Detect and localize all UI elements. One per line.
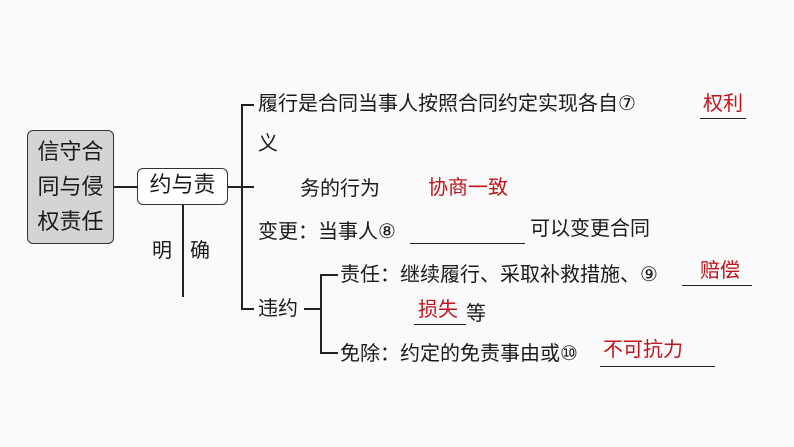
bracket: [320, 274, 322, 353]
answer-10: 不可抗力: [603, 337, 683, 361]
bracket: [241, 104, 254, 106]
connector: [304, 308, 320, 310]
change-text: 可以变更合同: [530, 216, 650, 240]
blank-line: [600, 366, 715, 367]
blank-line: [414, 324, 466, 325]
fulfill-text: 务的行为: [300, 176, 380, 200]
root-line: 权责任: [37, 210, 104, 235]
blank-line: [700, 118, 746, 119]
liability-suffix: 等: [466, 301, 486, 325]
liability-text: 责任：继续履行、采取补救措施、⑨: [340, 262, 658, 286]
answer-7: 权利: [703, 91, 743, 115]
bracket: [320, 352, 338, 354]
connector: [114, 186, 137, 188]
blank-line: [410, 243, 525, 244]
root-line: 信守合: [37, 140, 104, 165]
fulfill-text: 履行是合同当事人按照合同约定实现各自⑦: [258, 91, 636, 115]
root-line: 同与侵: [37, 175, 104, 200]
answer-9-cont: 损失: [418, 297, 458, 321]
bracket: [241, 104, 243, 309]
blank-line: [682, 285, 752, 286]
bracket: [320, 274, 338, 276]
contract-duty-node: 约与责: [137, 168, 228, 205]
side-label: 确: [190, 238, 210, 262]
bracket: [241, 308, 254, 310]
breach-label: 违约: [258, 296, 298, 320]
answer-9: 赔偿: [700, 258, 740, 282]
connector: [182, 205, 184, 297]
fulfill-text: 义: [258, 131, 278, 155]
side-label: 明: [152, 238, 172, 262]
change-text: 变更：当事人⑧: [258, 219, 396, 243]
exemption-text: 免除：约定的免责事由或⑩: [340, 341, 578, 365]
answer-8: 协商一致: [428, 175, 508, 199]
root-node: 信守合 同与侵 权责任: [27, 130, 114, 244]
